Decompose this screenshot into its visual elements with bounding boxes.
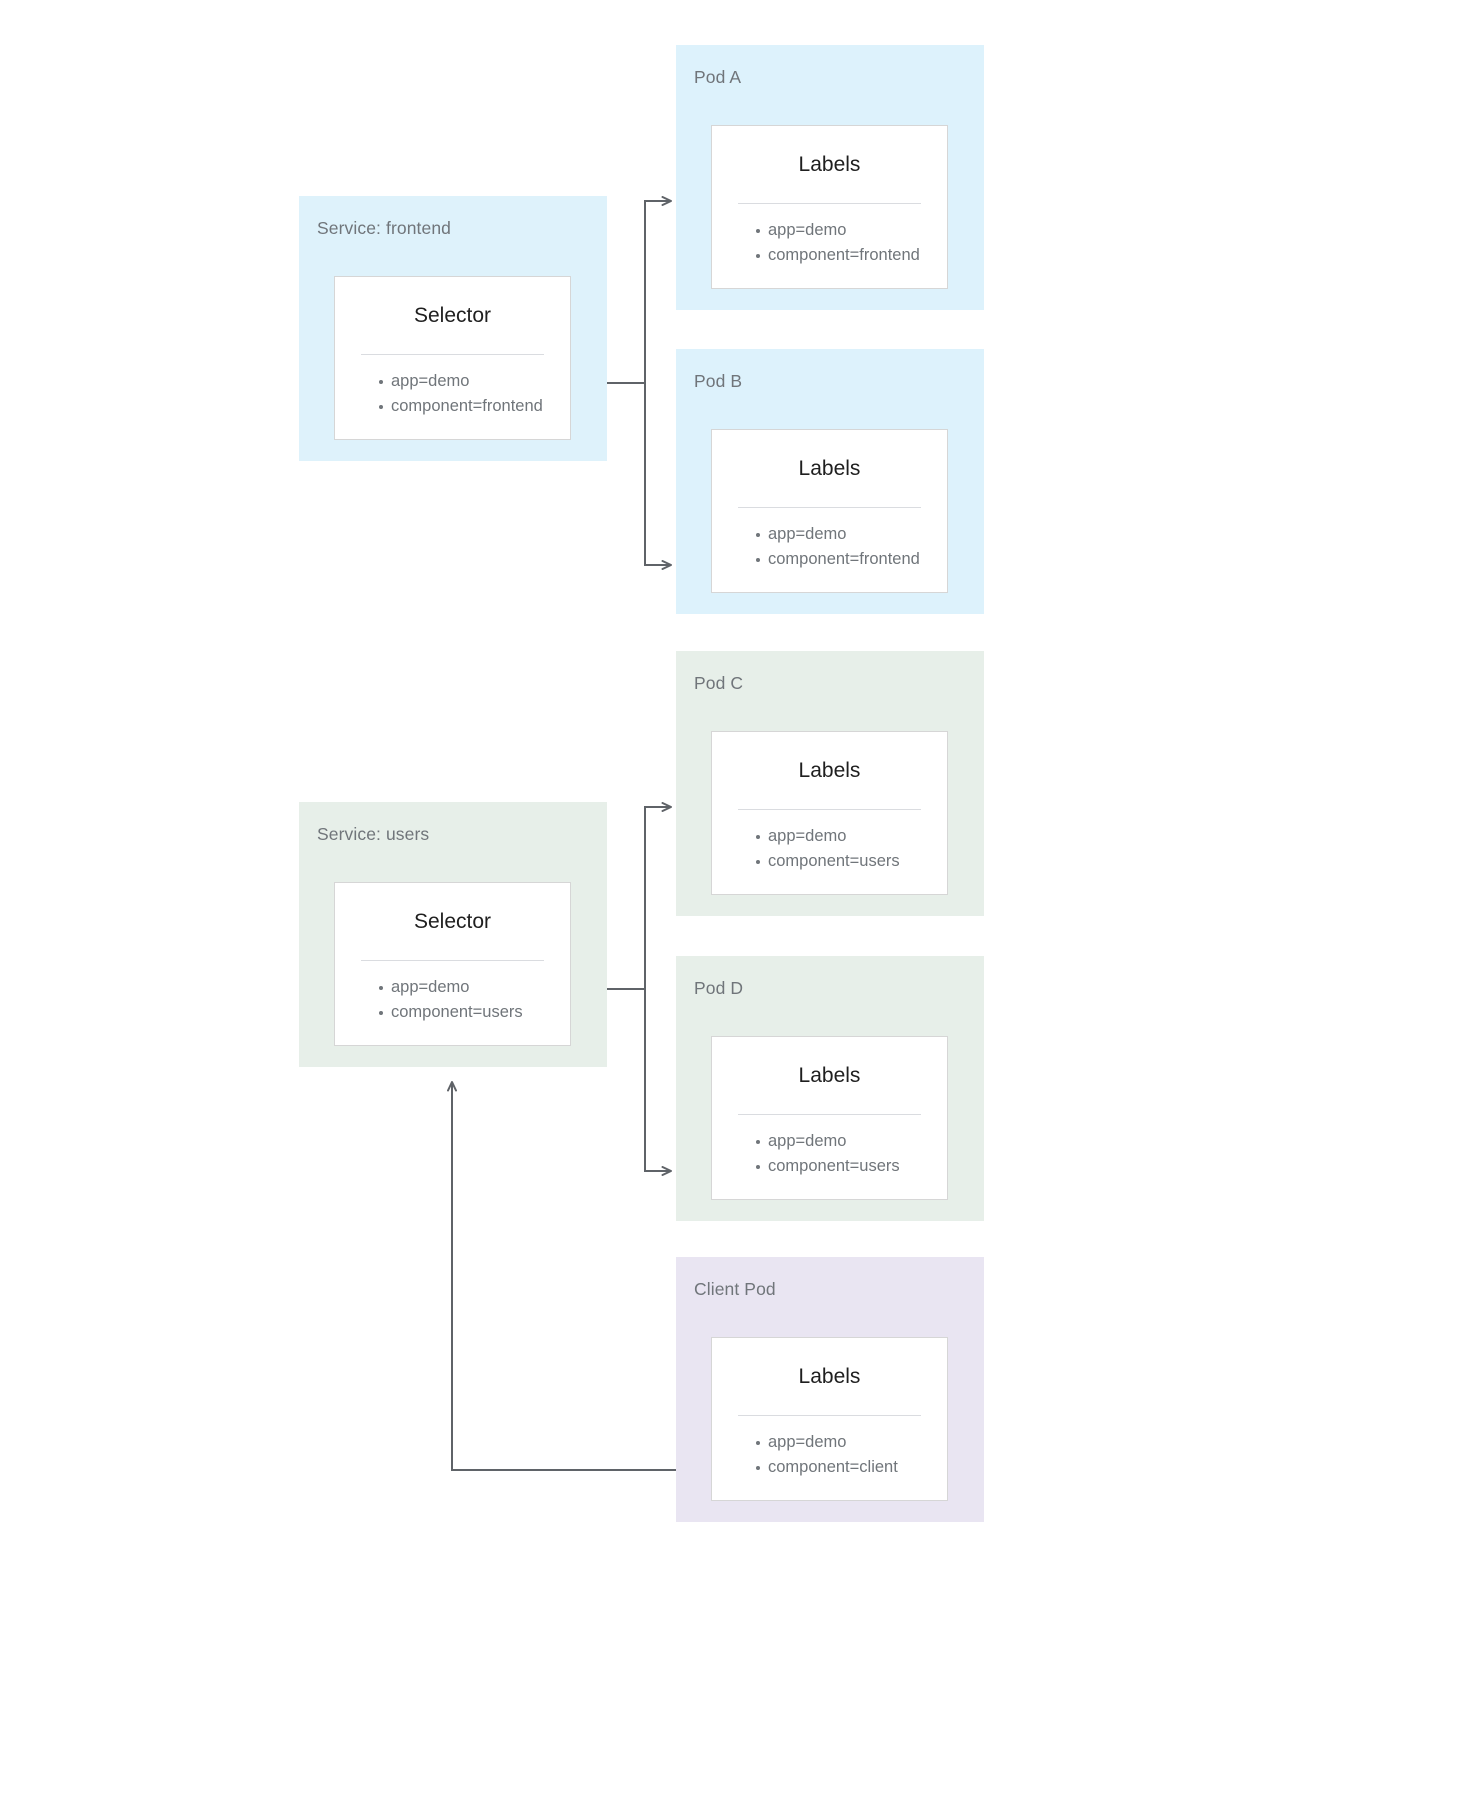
label-item: component=frontend [712,547,947,572]
connector-users-to-pod-c [607,802,672,990]
card-labels-client-pod[interactable]: Labels app=demo component=client [711,1337,948,1501]
connector-frontend-to-pod-b [607,382,672,570]
card-title: Selector [413,304,492,327]
label-item: component=frontend [712,243,947,268]
card-divider [361,354,544,356]
label-list: app=demo component=frontend [712,508,947,572]
card-title: Labels [798,457,861,480]
card-title: Labels [798,1365,861,1388]
label-item: app=demo [712,522,947,547]
label-item: app=demo [335,369,570,394]
card-divider [738,809,921,811]
group-title-client-pod: Client Pod [694,1279,776,1299]
label-item: app=demo [335,975,570,1000]
label-item: component=client [712,1455,947,1480]
connector-users-to-pod-d [607,988,672,1176]
card-title: Labels [798,153,861,176]
group-title-pod-a: Pod A [694,67,742,87]
card-divider [738,1415,921,1417]
card-selector-frontend[interactable]: Selector app=demo component=frontend [334,276,571,440]
card-selector-users[interactable]: Selector app=demo component=users [334,882,571,1046]
group-title-service-frontend: Service: frontend [317,218,451,238]
card-title: Labels [798,759,861,782]
label-list: app=demo component=client [712,1416,947,1480]
group-service-users[interactable]: Service: users Selector app=demo compone… [299,802,607,1067]
label-item: app=demo [712,1129,947,1154]
group-service-frontend[interactable]: Service: frontend Selector app=demo comp… [299,196,607,461]
group-pod-a[interactable]: Pod A Labels app=demo component=frontend [676,45,984,310]
label-list: app=demo component=users [335,961,570,1025]
label-item: app=demo [712,1430,947,1455]
label-item: app=demo [712,218,947,243]
group-pod-c[interactable]: Pod C Labels app=demo component=users [676,651,984,916]
card-title: Labels [798,1064,861,1087]
label-list: app=demo component=users [712,1115,947,1179]
connector-frontend-to-pod-a [607,196,672,384]
card-divider [738,1114,921,1116]
group-title-pod-b: Pod B [694,371,743,391]
connector-client-to-users [447,1081,676,1471]
card-labels-pod-c[interactable]: Labels app=demo component=users [711,731,948,895]
card-divider [361,960,544,962]
label-item: component=users [335,1000,570,1025]
group-pod-d[interactable]: Pod D Labels app=demo component=users [676,956,984,1221]
card-labels-pod-b[interactable]: Labels app=demo component=frontend [711,429,948,593]
card-labels-pod-a[interactable]: Labels app=demo component=frontend [711,125,948,289]
label-item: component=users [712,1154,947,1179]
label-list: app=demo component=users [712,810,947,874]
group-title-pod-d: Pod D [694,978,744,998]
label-list: app=demo component=frontend [335,355,570,419]
card-title: Selector [413,910,492,933]
group-title-pod-c: Pod C [694,673,744,693]
group-title-service-users: Service: users [317,824,430,844]
label-item: app=demo [712,824,947,849]
group-pod-b[interactable]: Pod B Labels app=demo component=frontend [676,349,984,614]
label-item: component=frontend [335,394,570,419]
card-divider [738,203,921,205]
card-labels-pod-d[interactable]: Labels app=demo component=users [711,1036,948,1200]
label-list: app=demo component=frontend [712,204,947,268]
card-divider [738,507,921,509]
label-item: component=users [712,849,947,874]
group-client-pod[interactable]: Client Pod Labels app=demo component=cli… [676,1257,984,1522]
